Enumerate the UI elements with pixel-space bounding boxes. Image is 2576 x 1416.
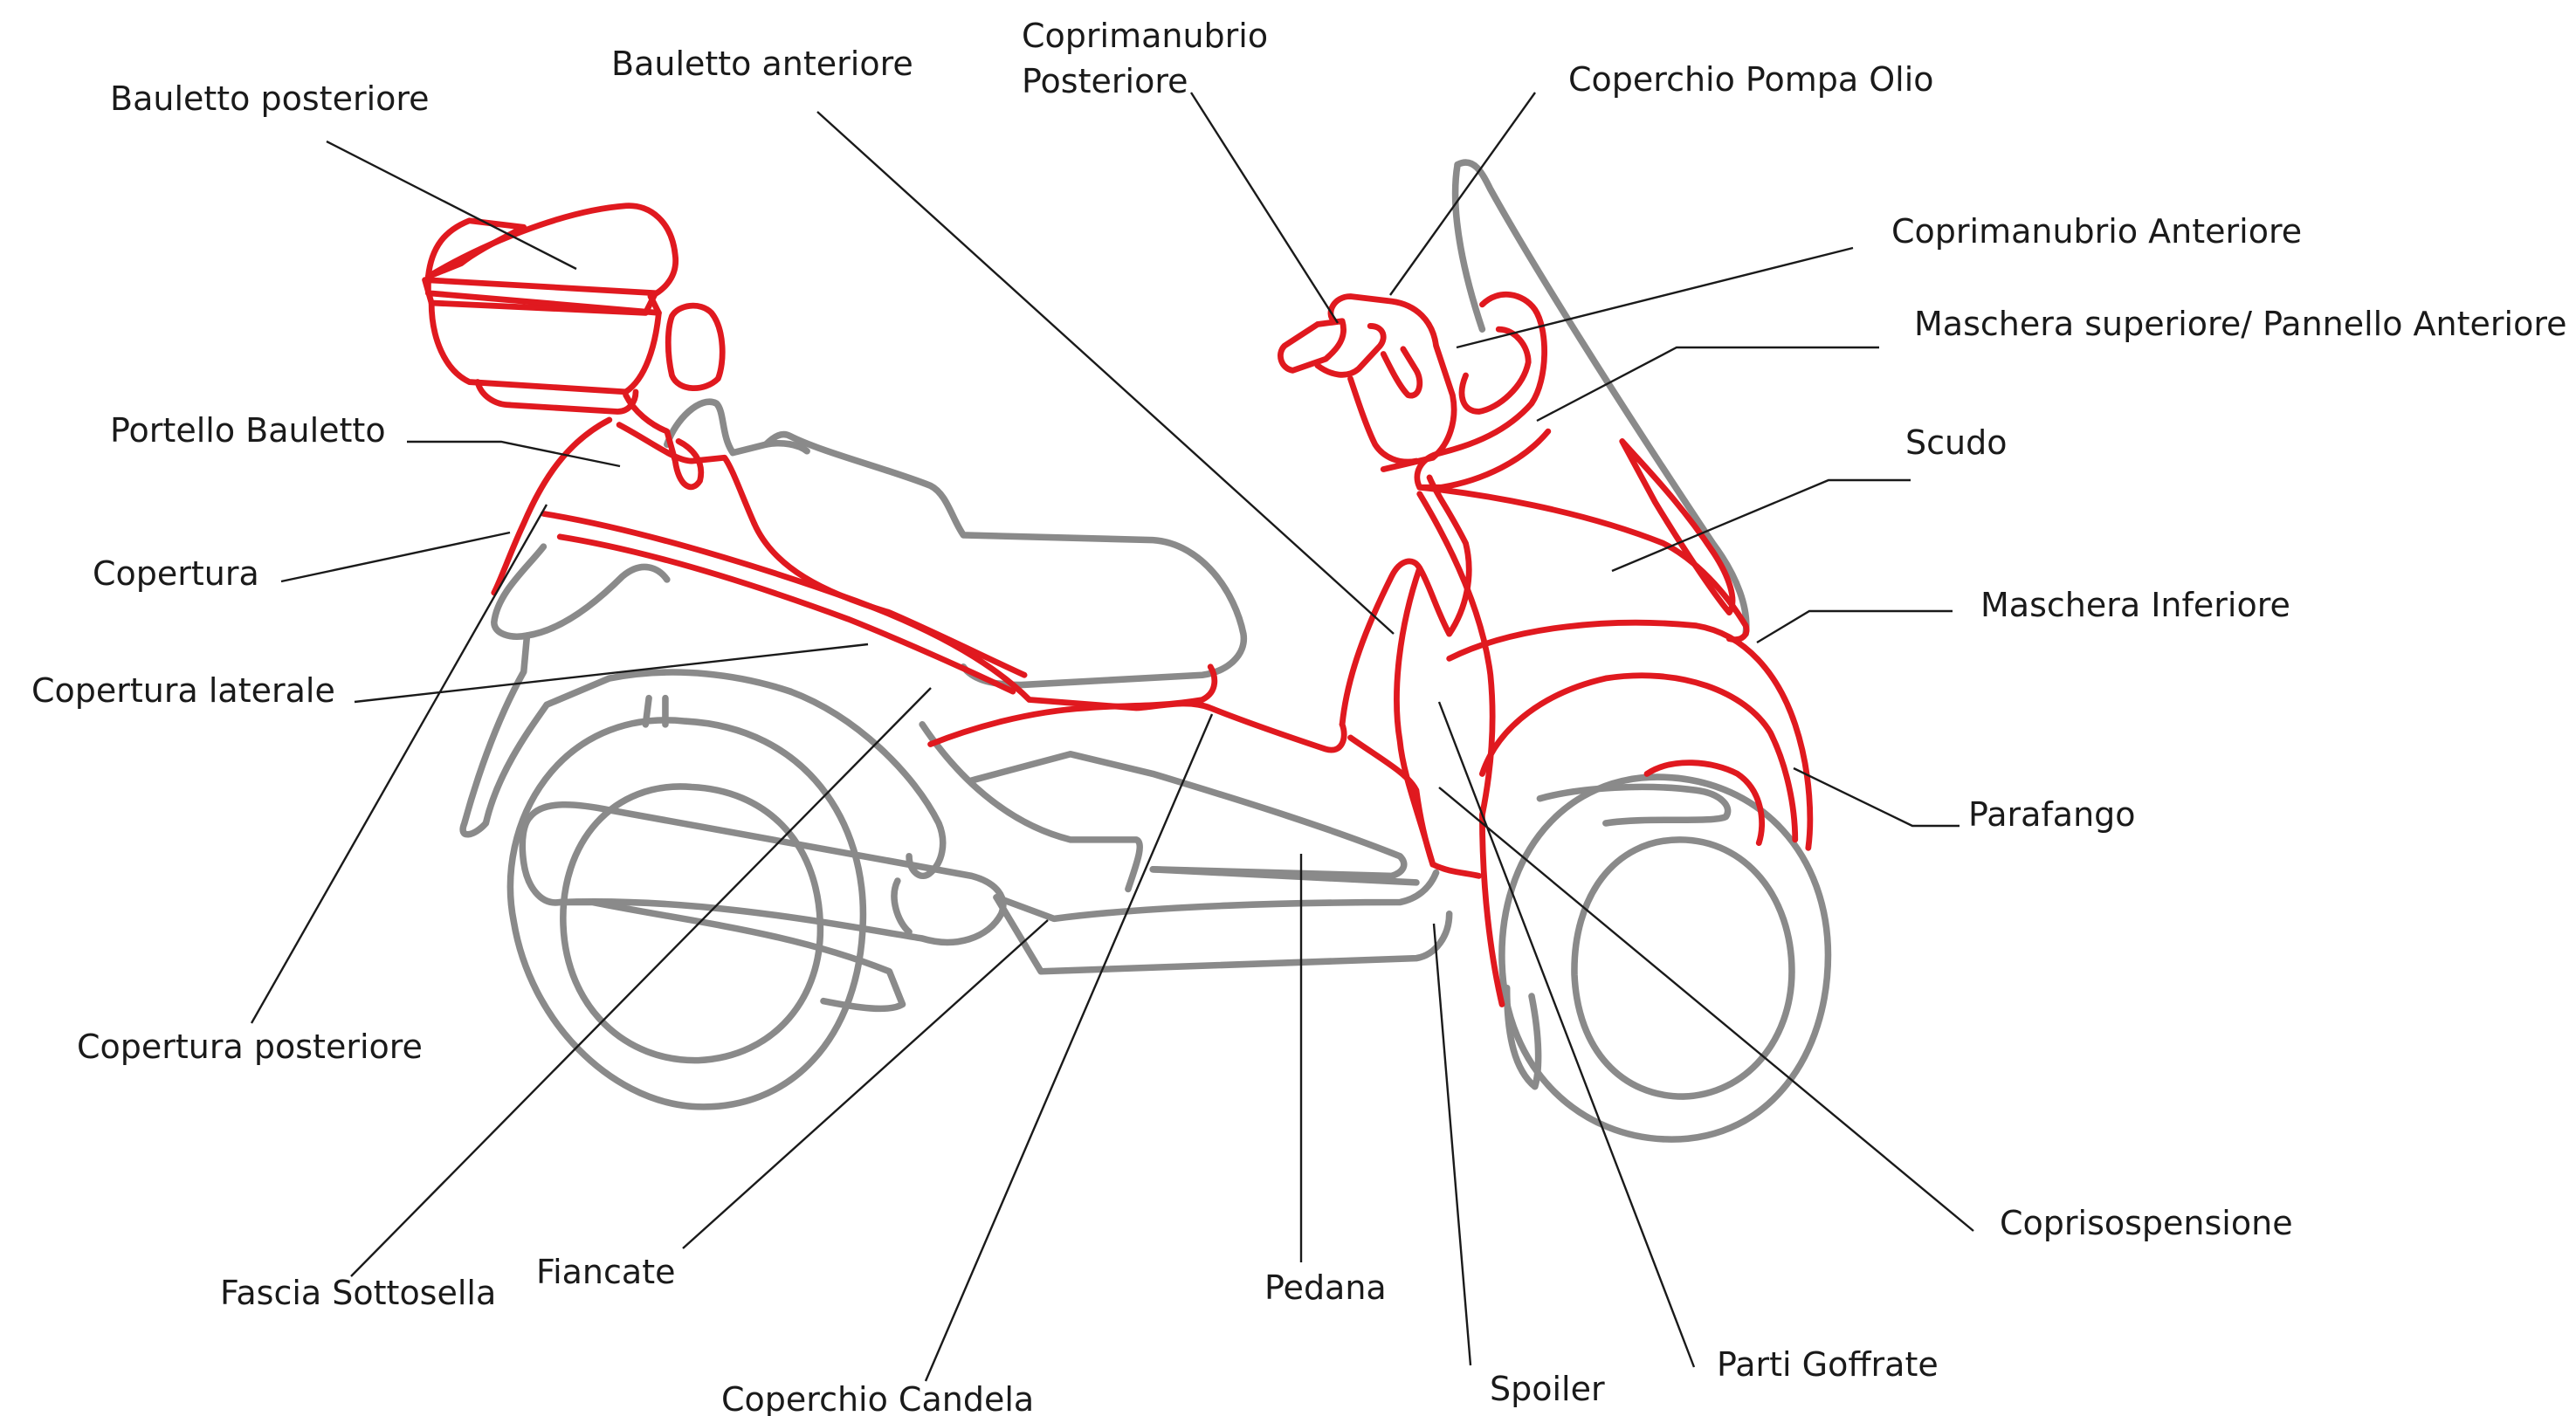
leader-bauletto-posteriore [327,141,576,269]
label-portello-bauletto: Portello Bauletto [110,411,386,450]
leader-bauletto-anteriore [817,112,1394,634]
highlighted-parts [425,206,1810,1005]
leader-copertura [281,533,510,581]
leader-spoiler [1434,924,1471,1365]
leader-coperchio-candela [926,714,1212,1381]
label-coprimanubrio-anteriore: Coprimanubrio Anteriore [1891,212,2302,251]
label-bauletto-anteriore: Bauletto anteriore [611,45,913,83]
label-copertura-posteriore: Copertura posteriore [77,1028,423,1066]
floorboard [922,725,1450,972]
label-scudo: Scudo [1905,423,2007,462]
leader-portello-bauletto [407,442,620,466]
label-bauletto-posteriore: Bauletto posteriore [110,79,430,118]
label-fascia-sottosella: Fascia Sottosella [220,1274,496,1312]
label-coprimanubrio-posteriore-line2: Posteriore [1022,62,1188,100]
leader-scudo [1612,480,1911,571]
leader-fascia-sottosella [351,688,931,1276]
label-copertura-laterale: Copertura laterale [31,671,335,710]
label-maschera-superiore: Maschera superiore/ Pannello Anteriore [1914,305,2567,343]
label-maschera-inferiore: Maschera Inferiore [1980,586,2290,624]
label-coperchio-candela: Coperchio Candela [721,1380,1034,1416]
label-coperchio-pompa-olio: Coperchio Pompa Olio [1568,60,1934,99]
exhaust [522,805,1003,1009]
leader-parafango [1794,768,1960,826]
label-parafango: Parafango [1968,795,2136,834]
scooter-illustration [425,162,1829,1139]
leader-coprisospensione [1439,787,1973,1231]
label-fiancate: Fiancate [536,1253,675,1291]
label-parti-goffrate: Parti Goffrate [1717,1345,1939,1384]
leader-maschera-superiore [1537,347,1879,421]
label-coprisospensione: Coprisospensione [2000,1204,2293,1242]
front-wheel [1502,777,1829,1139]
leader-maschera-inferiore [1757,611,1953,643]
leader-coprimanubrio-posteriore [1191,93,1338,323]
windscreen [1456,162,1746,634]
leader-copertura-posteriore [251,505,547,1023]
label-coprimanubrio-posteriore-line1: Coprimanubrio [1022,17,1268,55]
label-spoiler: Spoiler [1490,1370,1605,1408]
leader-fiancate [683,920,1048,1248]
label-pedana: Pedana [1264,1268,1387,1307]
labels: Bauletto posteriore Bauletto anteriore C… [31,17,2567,1416]
leader-parti-goffrate [1439,702,1694,1367]
label-copertura: Copertura [93,554,259,593]
